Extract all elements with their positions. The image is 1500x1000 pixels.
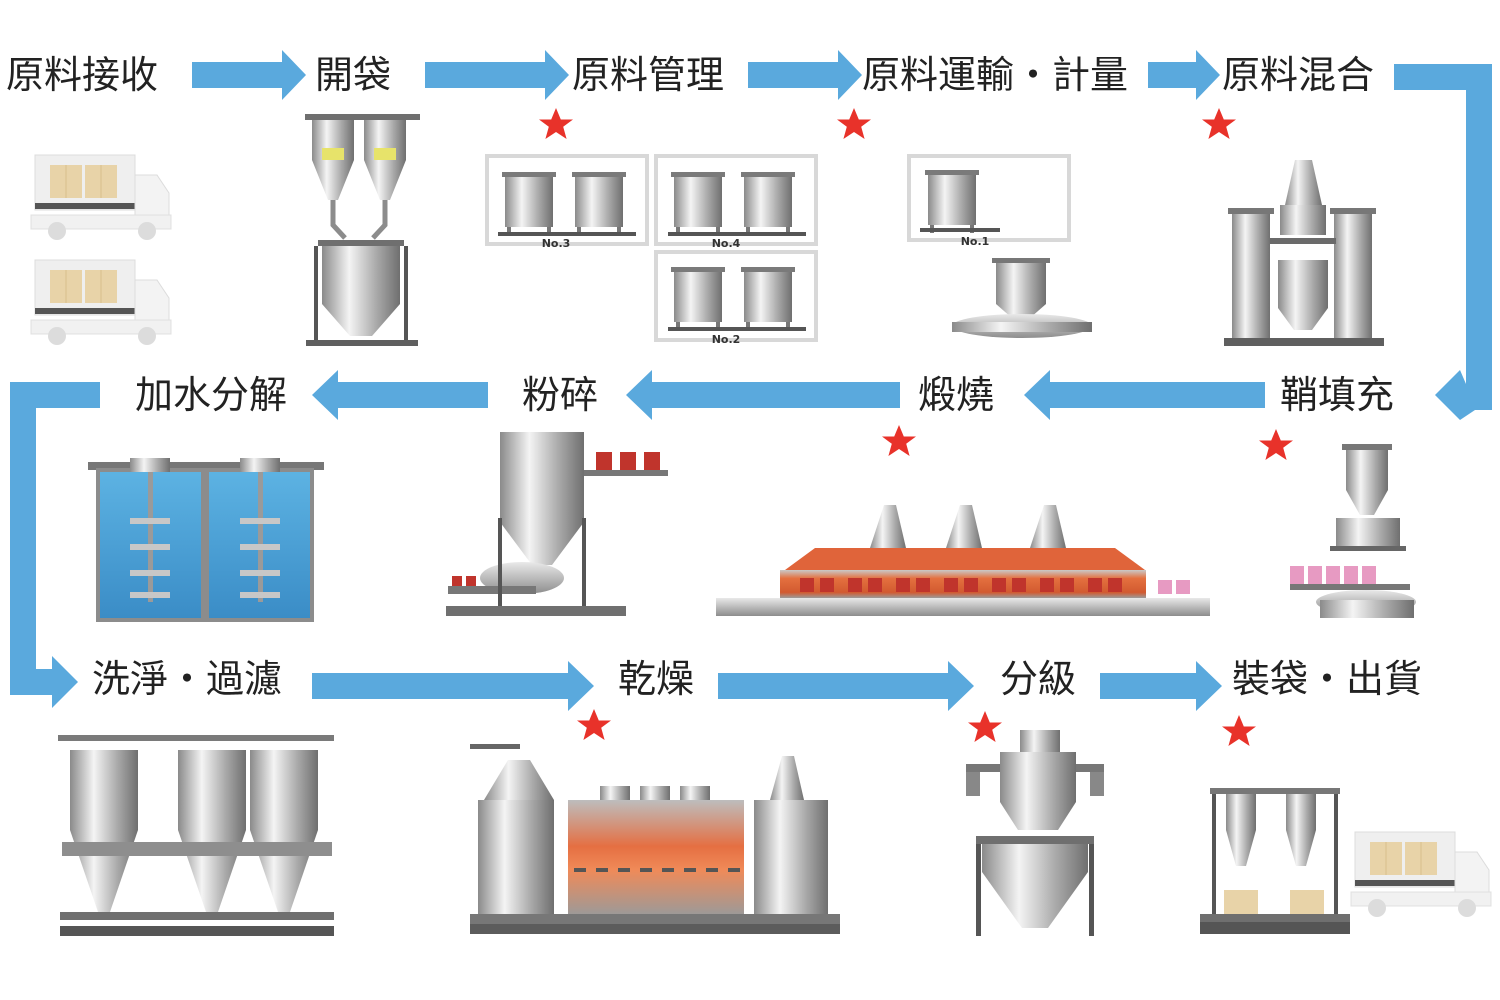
bag-opener-hoppers-icon <box>305 114 420 346</box>
silo-tag-no3: No.3 <box>542 237 571 250</box>
arrow-receive-to-open <box>192 50 306 100</box>
arrow-transport-to-mix <box>1148 50 1220 100</box>
arrow-dry-to-classify <box>718 661 974 711</box>
silo-tag-no2: No.2 <box>712 333 741 346</box>
silo-tag-no1: No.1 <box>961 235 990 248</box>
star-markers <box>539 108 1293 746</box>
star-icon <box>1259 429 1293 460</box>
truck-icon <box>30 259 172 346</box>
classifier-icon <box>966 730 1104 936</box>
arrow-open-to-manage <box>425 50 569 100</box>
arrow-manage-to-transport <box>748 50 862 100</box>
step-label-fill: 鞘填充 <box>1280 373 1395 417</box>
arrow-fill-to-calcine <box>1024 370 1265 420</box>
silo-tag-no4: No.4 <box>712 237 741 250</box>
step-label-receive: 原料接收 <box>6 53 159 97</box>
step-label-wash: 洗淨・過濾 <box>92 657 283 701</box>
arrow-wash-to-dry <box>312 661 594 711</box>
bagging-station-icon <box>1200 788 1350 934</box>
star-icon <box>577 709 611 740</box>
weighing-station-icon: No.1 <box>907 154 1092 338</box>
hydrolysis-tanks-icon <box>88 458 324 622</box>
arrow-classify-to-pack <box>1100 661 1222 711</box>
arrow-hydrolysis-to-wash <box>10 382 100 708</box>
arrow-crush-to-hydrolysis <box>312 370 488 420</box>
truck-icon <box>30 154 172 241</box>
step-label-manage: 原料管理 <box>572 53 725 97</box>
flow-arrows <box>10 50 1492 711</box>
step-label-open-bag: 開袋 <box>315 53 392 97</box>
step-label-dry: 乾燥 <box>618 657 695 701</box>
step-label-mix: 原料混合 <box>1222 53 1375 97</box>
storage-silos-icon: No.3 No.4 No.2 <box>485 154 818 346</box>
sagger-filler-icon <box>1290 444 1416 618</box>
star-icon <box>968 711 1002 742</box>
star-icon <box>539 108 573 139</box>
step-label-transport: 原料運輸・計量 <box>862 53 1129 97</box>
star-icon <box>1222 715 1256 746</box>
step-label-pack: 裝袋・出貨 <box>1232 657 1423 701</box>
step-label-calcine: 煅燒 <box>918 373 995 417</box>
step-label-crush: 粉碎 <box>522 373 599 417</box>
truck-icon <box>1350 831 1492 918</box>
arrow-mix-to-fill <box>1394 64 1492 420</box>
star-icon <box>882 425 916 456</box>
kiln-icon <box>716 505 1210 616</box>
dryer-icon <box>470 744 840 934</box>
star-icon <box>1202 108 1236 139</box>
wash-filter-tanks-icon <box>58 735 334 936</box>
mixer-icon <box>1224 160 1384 346</box>
step-label-hydrolysis: 加水分解 <box>135 373 288 417</box>
arrow-calcine-to-crush <box>626 370 900 420</box>
step-label-classify: 分級 <box>1000 657 1077 701</box>
star-icon <box>837 108 871 139</box>
crusher-icon <box>446 432 668 616</box>
